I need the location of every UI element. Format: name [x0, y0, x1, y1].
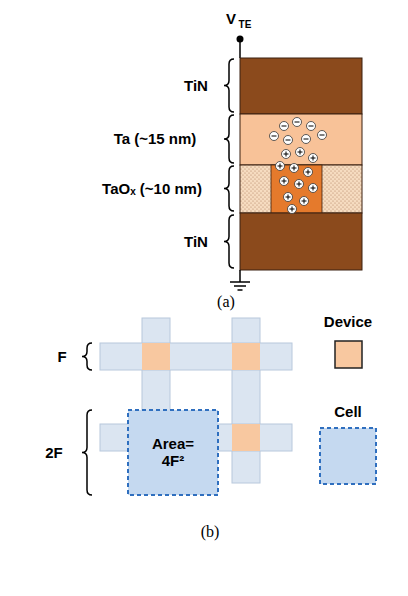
anion — [270, 132, 279, 141]
legend-label: Cell — [334, 403, 362, 420]
tin-top-layer — [240, 58, 362, 114]
area-label: Area= 4F² — [143, 435, 203, 470]
brace — [224, 115, 234, 163]
device-sample — [335, 341, 362, 368]
cation — [288, 205, 297, 214]
ion-sign — [288, 195, 289, 200]
anion — [302, 135, 311, 144]
layer-label: Ta (~15 nm) — [114, 130, 197, 147]
ion-sign — [286, 152, 287, 157]
cation — [296, 148, 305, 157]
panel-label: (a) — [217, 293, 235, 311]
anion — [307, 122, 316, 131]
device — [142, 343, 170, 370]
ion-sign — [286, 140, 291, 141]
ion-sign — [304, 199, 305, 204]
braces — [82, 59, 234, 495]
layer-label: TiN — [184, 233, 208, 250]
dimension-label: 2F — [45, 444, 63, 461]
tin-bottom-layer — [240, 213, 362, 270]
ion-sign — [272, 136, 277, 137]
legend-label: Device — [324, 313, 372, 330]
terminal-wire — [239, 40, 241, 58]
anion — [293, 118, 302, 127]
anion — [318, 131, 327, 140]
ion-sign — [320, 135, 325, 136]
cation — [295, 180, 304, 189]
cell-sample — [320, 428, 376, 484]
device — [232, 343, 260, 370]
ion-sign — [295, 122, 300, 123]
terminal-label: V — [226, 10, 236, 27]
ions — [270, 118, 327, 214]
cation — [280, 177, 289, 186]
brace — [82, 343, 92, 370]
ground-symbol — [238, 289, 243, 291]
brace — [224, 215, 234, 268]
ion-sign — [304, 139, 309, 140]
ion-sign — [308, 170, 309, 175]
dimension-label: F — [57, 348, 66, 365]
ion-sign — [313, 156, 314, 161]
ion-sign — [284, 179, 285, 184]
cation — [300, 197, 309, 206]
ion-sign — [309, 126, 314, 127]
cation — [276, 162, 285, 171]
taox-layer — [240, 165, 362, 213]
cation — [282, 150, 291, 159]
cation — [304, 168, 313, 177]
anion — [280, 122, 289, 131]
ion-sign — [292, 207, 293, 212]
ground-symbol — [234, 285, 246, 287]
brace — [224, 166, 234, 211]
layer-label: TaOₓ (~10 nm) — [102, 180, 202, 197]
cell-outline — [128, 410, 218, 495]
ground-wire — [239, 270, 241, 282]
top-electrode-line — [100, 343, 292, 370]
device — [232, 424, 260, 451]
ground-symbol — [230, 281, 250, 283]
brace — [224, 59, 234, 112]
layer-label: TiN — [184, 77, 208, 94]
cation — [290, 164, 299, 173]
ion-sign — [294, 166, 295, 171]
brace — [82, 410, 92, 495]
cation — [309, 154, 318, 163]
panel-label: (b) — [201, 523, 220, 541]
cation — [309, 184, 318, 193]
terminal-dot — [237, 36, 244, 43]
anion — [284, 136, 293, 145]
ion-sign — [299, 182, 300, 187]
ion-sign — [280, 164, 281, 169]
ta-layer — [240, 114, 362, 165]
terminal-subscript: TE — [239, 19, 252, 31]
ion-sign — [313, 186, 314, 191]
ion-sign — [300, 150, 301, 155]
ion-sign — [282, 126, 287, 127]
cation — [284, 193, 293, 202]
